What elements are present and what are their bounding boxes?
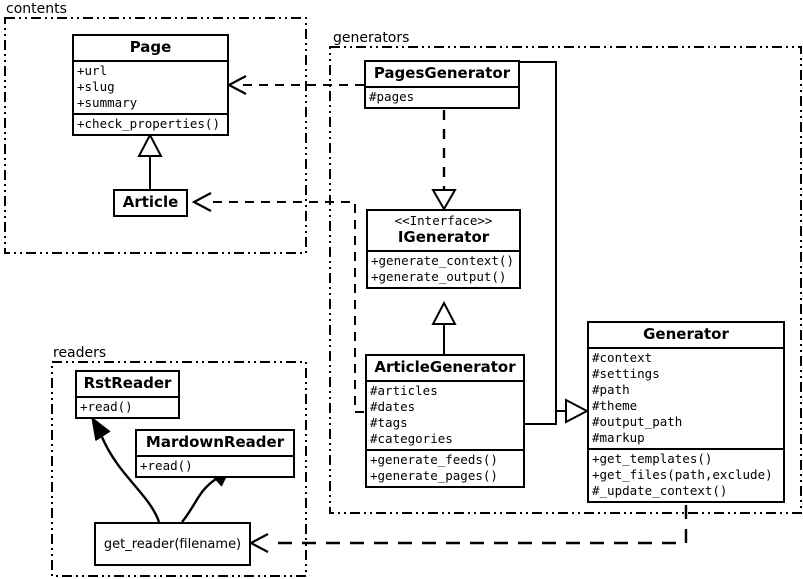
class-attributes-generator: #context #settings #path #theme #output_… (589, 347, 783, 448)
method-row: +generate_output() (371, 269, 507, 284)
class-attributes-articlegenerator: #articles #dates #tags #categories (367, 380, 523, 449)
assoc-getreader-mardownreader-line (181, 478, 217, 523)
attribute-row: +url (77, 63, 108, 79)
attribute-row: #categories (370, 431, 453, 447)
attribute-row: #path (592, 382, 630, 398)
function-name-get-reader: get_reader(filename) (103, 536, 242, 552)
attribute-row: #articles (370, 383, 438, 399)
inherit-pagesgenerator-generator-line (520, 61, 557, 411)
method-row: +get_files(path,exclude) (592, 467, 773, 483)
dep-generator-getreader-line (270, 505, 688, 545)
attribute-row: #output_path (592, 414, 683, 430)
class-attributes-page: +url +slug +summary (74, 60, 227, 113)
class-box-igenerator[interactable]: <<Interface>> IGenerator +generate_conte… (366, 209, 521, 289)
class-methods-generator: +get_templates() +get_files(path,exclude… (589, 448, 783, 501)
function-box-get-reader[interactable]: get_reader(filename) (94, 522, 251, 566)
class-name-pagesgenerator: PagesGenerator (373, 64, 511, 82)
class-box-page[interactable]: Page +url +slug +summary +check_properti… (72, 34, 229, 137)
package-label-readers: readers (51, 345, 109, 361)
inherit-generator-arrowhead (565, 398, 590, 424)
dep-articlegenerator-article-arrowhead (191, 192, 212, 212)
attribute-row: #markup (592, 430, 645, 446)
class-name-generator: Generator (643, 325, 729, 343)
class-name-igenerator: IGenerator (397, 227, 490, 246)
class-methods-articlegenerator: +generate_feeds() +generate_pages() (367, 449, 523, 486)
assoc-getreader-rstreader-arrowhead (91, 416, 111, 441)
class-name-page: Page (129, 38, 172, 56)
package-label-contents: contents (4, 1, 69, 17)
class-methods-mardownreader: +read() (137, 455, 293, 476)
attribute-row: #context (592, 350, 653, 366)
class-stereotype-igenerator: <<Interface>> (394, 213, 493, 228)
inherit-articlegenerator-igenerator-arrowhead (431, 300, 457, 325)
class-header-igenerator: <<Interface>> IGenerator (368, 211, 519, 250)
method-row: #_update_context() (592, 483, 728, 499)
class-name-mardownreader: MardownReader (145, 433, 285, 451)
dep-articlegenerator-article-line (209, 201, 364, 413)
method-row: +generate_feeds() (370, 452, 498, 468)
class-name-article: Article (122, 193, 179, 211)
class-methods-page: +check_properties() (74, 113, 227, 134)
class-box-rstreader[interactable]: RstReader +read() (75, 370, 180, 420)
attribute-row: #theme (592, 398, 638, 414)
method-row: +check_properties() (77, 116, 220, 132)
attribute-row: +slug (77, 79, 115, 95)
method-row: +generate_context() (371, 253, 514, 268)
attribute-row: #pages (369, 89, 415, 105)
attribute-row: #dates (370, 399, 416, 415)
attribute-row: #tags (370, 415, 408, 431)
dep-pagesgenerator-page-arrowhead (226, 75, 247, 95)
method-row: +read() (140, 458, 193, 474)
method-row: +generate_pages() (370, 468, 498, 484)
inherit-articlegenerator-generator-line (525, 411, 557, 425)
class-methods-rstreader: +read() (77, 396, 178, 417)
class-name-rstreader: RstReader (83, 374, 172, 392)
class-attributes-pagesgenerator: #pages (366, 86, 518, 107)
class-box-mardownreader[interactable]: MardownReader +read() (135, 429, 295, 479)
dep-generator-getreader-arrowhead (248, 533, 269, 553)
attribute-row: #settings (592, 366, 660, 382)
class-box-pagesgenerator[interactable]: PagesGenerator #pages (364, 60, 520, 110)
attribute-row: +summary (77, 95, 138, 111)
class-box-articlegenerator[interactable]: ArticleGenerator #articles #dates #tags … (365, 354, 525, 489)
inherit-article-page-arrowhead (137, 132, 163, 157)
class-box-generator[interactable]: Generator #context #settings #path #them… (587, 321, 785, 504)
method-row: +get_templates() (592, 451, 713, 467)
method-row: +read() (80, 399, 133, 415)
class-methods-igenerator: +generate_context() +generate_output() (368, 250, 519, 287)
package-label-generators: generators (331, 30, 412, 46)
class-box-article[interactable]: Article (113, 189, 188, 218)
realize-pagesgenerator-igenerator-arrowhead (431, 189, 457, 211)
class-name-articlegenerator: ArticleGenerator (374, 358, 516, 376)
